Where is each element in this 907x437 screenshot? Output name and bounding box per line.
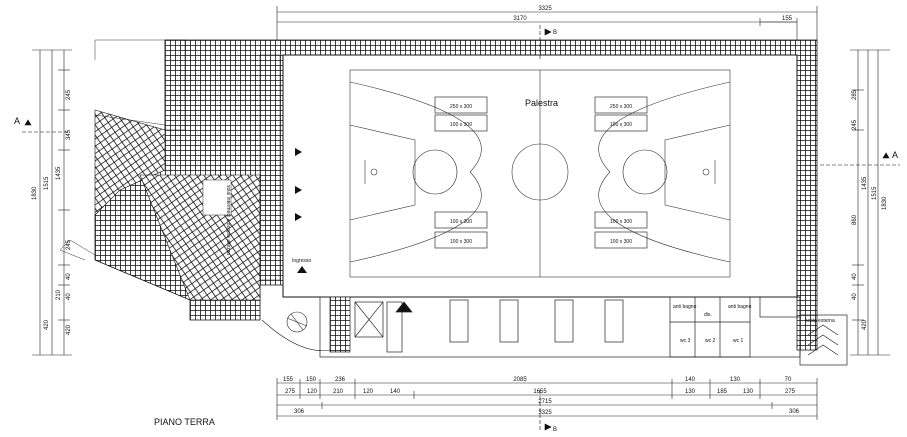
left-dim: 210 [56, 289, 62, 300]
bottom-dim: 120 [363, 389, 374, 395]
right-dim: 860 [852, 214, 858, 225]
basketball-court [349, 69, 731, 278]
bottom-dim: 2085 [513, 377, 527, 383]
left-dim: 245 [66, 89, 72, 100]
bottom-dim: 185 [717, 389, 728, 395]
room-label-gym: Palestra [525, 98, 558, 108]
court-box-label: 100 x 300 [450, 219, 472, 225]
left-dim: 245 [66, 239, 72, 250]
entry-ramp [261, 311, 331, 351]
external-stair [799, 314, 848, 366]
bottom-dim: 130 [743, 389, 754, 395]
court-box-label: 100 x 300 [610, 239, 632, 245]
right-dim: 40 [852, 273, 858, 280]
bottom-dim: 140 [390, 389, 401, 395]
bottom-dim: 275 [785, 389, 796, 395]
bottom-dim: 236 [335, 377, 346, 383]
court-box-label: 250 x 300 [610, 104, 632, 110]
section-mark-a: A [14, 116, 20, 126]
bottom-dim: 155 [283, 377, 294, 383]
court-box-label: 100 x 300 [450, 239, 472, 245]
right-dim: 1435 [862, 176, 868, 190]
wc-label: anti bagno [673, 304, 697, 310]
court-box-label: 100 x 300 [610, 219, 632, 225]
left-dim: 1830 [32, 186, 38, 200]
top-dimensions [276, 6, 818, 42]
right-dim: 40 [852, 293, 858, 300]
sketch-note: solai intermedi a doppia altezza [225, 185, 231, 255]
section-line-a [22, 119, 900, 166]
top-dim-total: 3325 [538, 6, 552, 12]
bottom-dim: 150 [306, 377, 317, 383]
section-mark-b: B [553, 30, 557, 36]
bottom-dim: 140 [685, 377, 696, 383]
bottom-dim: 120 [307, 389, 318, 395]
left-dim: 345 [66, 129, 72, 140]
right-dim: 245 [852, 119, 858, 130]
wc-label: wc 2 [705, 338, 716, 344]
room-label-external-stair: scala esterna [805, 318, 835, 324]
entry-arrows [295, 148, 307, 273]
bottom-dim: 130 [685, 389, 696, 395]
plan-title: PIANO TERRA [154, 417, 215, 427]
wc-label: anti bagno [728, 304, 752, 310]
left-dim: 40 [66, 273, 72, 280]
top-dim-inner: 3170 [513, 16, 527, 22]
section-mark-b: B [553, 427, 557, 433]
left-dimensions [32, 49, 72, 356]
right-dimensions [850, 49, 890, 356]
right-dim: 1830 [882, 196, 888, 210]
bottom-dim: 2715 [538, 399, 552, 405]
court-box-label: 250 x 300 [450, 104, 472, 110]
court-boxes [434, 96, 648, 249]
bottom-dim: 1655 [533, 389, 547, 395]
right-dim: 420 [862, 319, 868, 330]
section-line-b [539, 25, 552, 431]
bottom-dim: 306 [294, 409, 305, 415]
section-mark-a: A [892, 150, 898, 160]
court-box-label: 100 x 300 [450, 122, 472, 128]
bottom-dimensions [276, 378, 818, 420]
lower-rooms [319, 296, 801, 358]
bottom-dim: 70 [785, 377, 792, 383]
top-dim-side: 155 [782, 16, 793, 22]
bottom-dim: 306 [789, 409, 800, 415]
room-label-entrance: Ingresso [292, 258, 311, 264]
right-dim: 1515 [872, 186, 878, 200]
wc-label: dis. [704, 312, 712, 318]
wc-label: wc 3 [680, 338, 691, 344]
wc-label: wc 1 [733, 338, 744, 344]
left-dim: 40 [66, 293, 72, 300]
bottom-dim-total: 3325 [538, 410, 552, 416]
court-box-label: 100 x 300 [610, 122, 632, 128]
left-dim: 420 [66, 324, 72, 335]
left-dim: 1435 [56, 166, 62, 180]
bottom-dim: 130 [730, 377, 741, 383]
bottom-dim: 275 [285, 389, 296, 395]
left-dim: 420 [44, 319, 50, 330]
left-dim: 1515 [44, 176, 50, 190]
right-dim: 285 [852, 89, 858, 100]
bottom-dim: 210 [333, 389, 344, 395]
